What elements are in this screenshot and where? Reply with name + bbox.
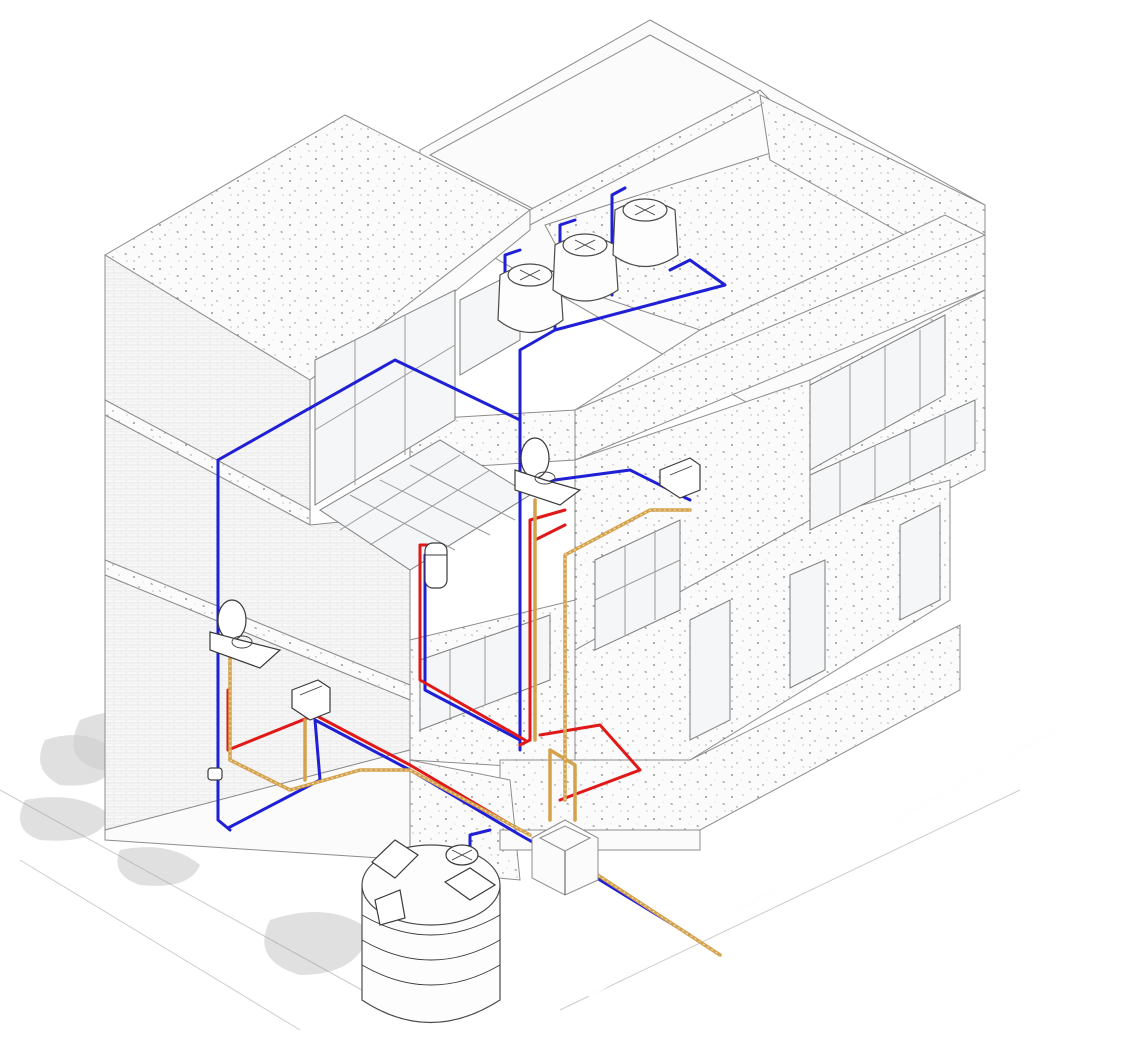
building xyxy=(104,19,986,881)
roof-tank-icon xyxy=(612,198,679,267)
cold-water-pipes xyxy=(216,186,1130,997)
water-meter-icon xyxy=(207,767,223,781)
roof-tank-icon xyxy=(552,233,619,302)
toilet-icon xyxy=(209,599,282,669)
roof-tank-icon xyxy=(497,263,564,333)
cistern-icon xyxy=(361,839,501,1023)
hot-water-pipes xyxy=(226,508,642,832)
inspection-box-icon xyxy=(531,819,599,896)
windows xyxy=(314,269,976,741)
water-heater-icon xyxy=(424,542,448,589)
toilet-icon xyxy=(514,437,582,506)
sink-icon xyxy=(291,679,331,721)
drainage-pipes xyxy=(228,498,722,957)
sink-icon xyxy=(659,457,701,499)
